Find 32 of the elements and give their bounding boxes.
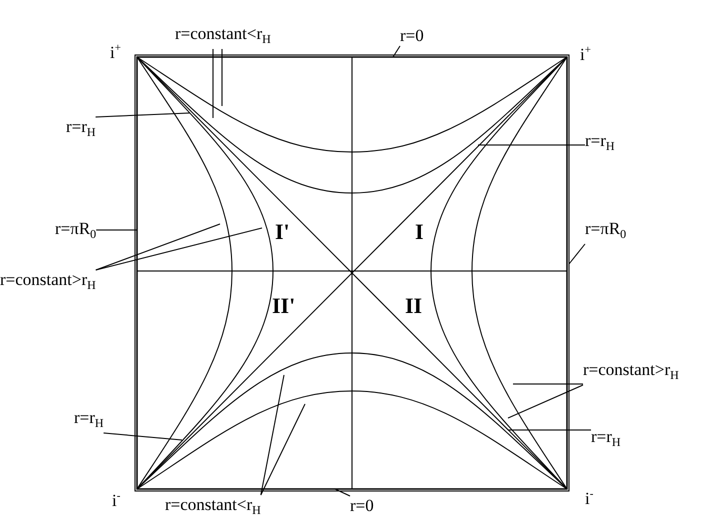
leader-line — [95, 228, 262, 270]
curve-label: r=πR$_{0}$ — [585, 219, 626, 244]
leader-line — [103, 432, 182, 440]
leader-line — [95, 112, 190, 118]
curve-label: r=r$_{H}$ — [585, 131, 615, 156]
region-label: II — [405, 294, 422, 318]
leader-line — [334, 488, 350, 496]
leader-line — [260, 374, 284, 496]
curve-label: r=constant>r$_{H}$ — [583, 360, 679, 385]
curve-label: r=0 — [400, 26, 424, 46]
infinity-label: i$^{-}$ — [112, 489, 120, 511]
curve-label: r=r$_{H}$ — [66, 117, 96, 142]
infinity-label: i$^{+}$ — [110, 41, 121, 63]
curve-label: r=constant>r$_{H}$ — [0, 270, 96, 295]
leader-line — [568, 244, 586, 264]
region-label: I — [415, 220, 424, 244]
leader-line — [212, 48, 214, 118]
curve-label: r=0 — [350, 496, 374, 516]
leader-line — [392, 46, 400, 58]
leader-line — [260, 404, 306, 496]
leader-line — [95, 224, 220, 270]
infinity-label: i$^{+}$ — [580, 43, 591, 65]
leader-line — [508, 384, 584, 418]
infinity-label: i$^{-}$ — [585, 487, 594, 509]
region-label: I' — [275, 220, 290, 244]
leader-line — [478, 144, 586, 146]
curve-label: r=constant<r$_{H}$ — [175, 24, 271, 49]
curve-label: r=constant<r$_{H}$ — [165, 495, 261, 520]
curve-label: r=r$_{H}$ — [591, 427, 621, 452]
curve-label: r=πR$_{0}$ — [55, 219, 96, 244]
curve-label: r=r$_{H}$ — [74, 408, 104, 433]
region-label: II' — [272, 294, 296, 318]
